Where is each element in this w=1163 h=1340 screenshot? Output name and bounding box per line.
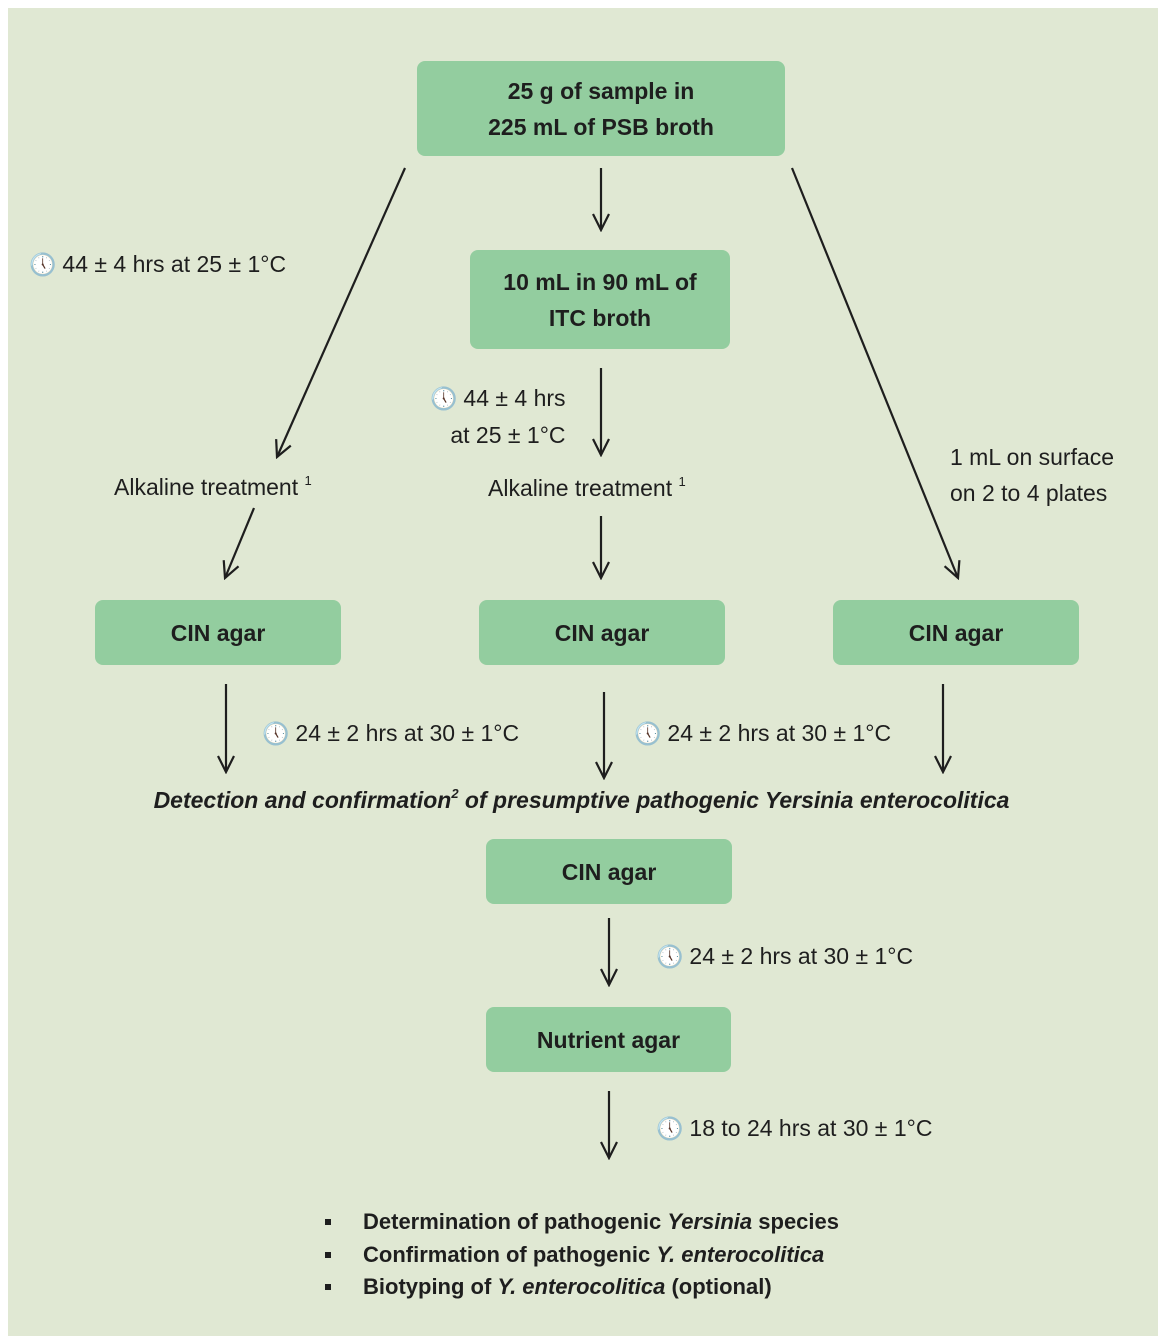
- arrow-sample-to-cin-right: [790, 167, 958, 578]
- results-item-text: (optional): [665, 1274, 772, 1299]
- detection-text-start: Detection and confirmation: [153, 787, 452, 813]
- cin-agar-confirm-label: CIN agar: [561, 858, 657, 885]
- cin-incubation-left-text: 24 ± 2 hrs at 30 ± 1°C: [295, 720, 520, 746]
- itc-broth-box: 10 mL in 90 mL of ITC broth: [470, 250, 730, 349]
- surface-plating-line2: on 2 to 4 plates: [950, 480, 1108, 506]
- footnote-ref-1: 1: [304, 473, 312, 488]
- clock-icon: 🕔: [29, 252, 57, 277]
- sample-box-line1: 25 g of sample in: [507, 77, 695, 104]
- clock-icon: 🕔: [656, 944, 684, 969]
- detection-heading: Detection and confirmation2 of presumpti…: [0, 782, 1163, 818]
- alkaline-treatment-middle: Alkaline treatment 1: [488, 470, 686, 506]
- confirm-incubation-label: 🕔24 ± 2 hrs at 30 ± 1°C: [656, 938, 913, 975]
- middle-incubation-line2: at 25 ± 1°C: [450, 422, 566, 448]
- middle-incubation-label: 🕔44 ± 4 hrs at 25 ± 1°C: [430, 380, 566, 453]
- clock-icon: 🕔: [656, 1116, 684, 1141]
- footnote-ref-2: 2: [451, 786, 459, 801]
- cin-agar-middle-label: CIN agar: [554, 619, 650, 646]
- results-item-text: Biotyping of: [363, 1274, 498, 1299]
- footnote-ref-1: 1: [678, 474, 686, 489]
- alkaline-left-text: Alkaline treatment: [114, 474, 299, 500]
- results-item-biotyping: Biotyping of Y. enterocolitica (optional…: [325, 1271, 839, 1304]
- detection-text-end: of presumptive pathogenic Yersinia enter…: [458, 787, 1010, 813]
- results-item-confirmation: Confirmation of pathogenic Y. enterocoli…: [325, 1239, 839, 1272]
- results-item-species: Y. enterocolitica: [656, 1241, 825, 1267]
- cin-agar-left-label: CIN agar: [170, 619, 266, 646]
- cin-agar-right-box: CIN agar: [833, 600, 1079, 665]
- nutrient-incubation-text: 18 to 24 hrs at 30 ± 1°C: [689, 1115, 933, 1141]
- results-item-text: Confirmation of pathogenic: [363, 1241, 657, 1267]
- clock-icon: 🕔: [634, 721, 662, 746]
- middle-incubation-line1: 44 ± 4 hrs: [463, 385, 566, 411]
- results-list: Determination of pathogenic Yersinia spe…: [325, 1206, 839, 1304]
- itc-box-line2: ITC broth: [548, 304, 652, 331]
- itc-box-line1: 10 mL in 90 mL of: [503, 268, 697, 295]
- left-incubation-label: 🕔44 ± 4 hrs at 25 ± 1°C: [29, 246, 286, 283]
- surface-plating-label: 1 mL on surface on 2 to 4 plates: [950, 439, 1114, 511]
- results-item-species: Yersinia: [667, 1209, 753, 1234]
- results-item-text: species: [752, 1209, 839, 1234]
- nutrient-agar-box: Nutrient agar: [486, 1007, 731, 1072]
- cin-incubation-right-text: 24 ± 2 hrs at 30 ± 1°C: [667, 720, 892, 746]
- confirm-incubation-text: 24 ± 2 hrs at 30 ± 1°C: [689, 943, 914, 969]
- cin-agar-middle-box: CIN agar: [479, 600, 725, 665]
- arrow-alkaline-left-to-cin-left: [225, 507, 256, 578]
- sample-box: 25 g of sample in 225 mL of PSB broth: [417, 61, 785, 156]
- cin-agar-right-label: CIN agar: [908, 619, 1004, 646]
- results-item-text: Determination of pathogenic: [363, 1209, 668, 1234]
- nutrient-incubation-label: 🕔18 to 24 hrs at 30 ± 1°C: [656, 1110, 932, 1147]
- nutrient-agar-label: Nutrient agar: [536, 1026, 681, 1053]
- clock-icon: 🕔: [262, 721, 290, 746]
- sample-box-line2: 225 mL of PSB broth: [488, 113, 714, 140]
- arrow-sample-to-alkaline-left: [277, 167, 407, 457]
- surface-plating-line1: 1 mL on surface: [950, 444, 1115, 470]
- cin-agar-confirm-box: CIN agar: [486, 839, 732, 904]
- results-item-species: Y. enterocolitica: [497, 1274, 666, 1299]
- cin-agar-left-box: CIN agar: [95, 600, 341, 665]
- cin-incubation-right-label: 🕔24 ± 2 hrs at 30 ± 1°C: [634, 715, 891, 752]
- alkaline-middle-text: Alkaline treatment: [488, 475, 673, 501]
- clock-icon: 🕔: [430, 386, 458, 411]
- diagram-panel: [8, 8, 1158, 1336]
- alkaline-treatment-left: Alkaline treatment 1: [114, 469, 312, 505]
- results-item-determination: Determination of pathogenic Yersinia spe…: [325, 1206, 839, 1239]
- left-incubation-text: 44 ± 4 hrs at 25 ± 1°C: [62, 251, 287, 277]
- cin-incubation-left-label: 🕔24 ± 2 hrs at 30 ± 1°C: [262, 715, 519, 752]
